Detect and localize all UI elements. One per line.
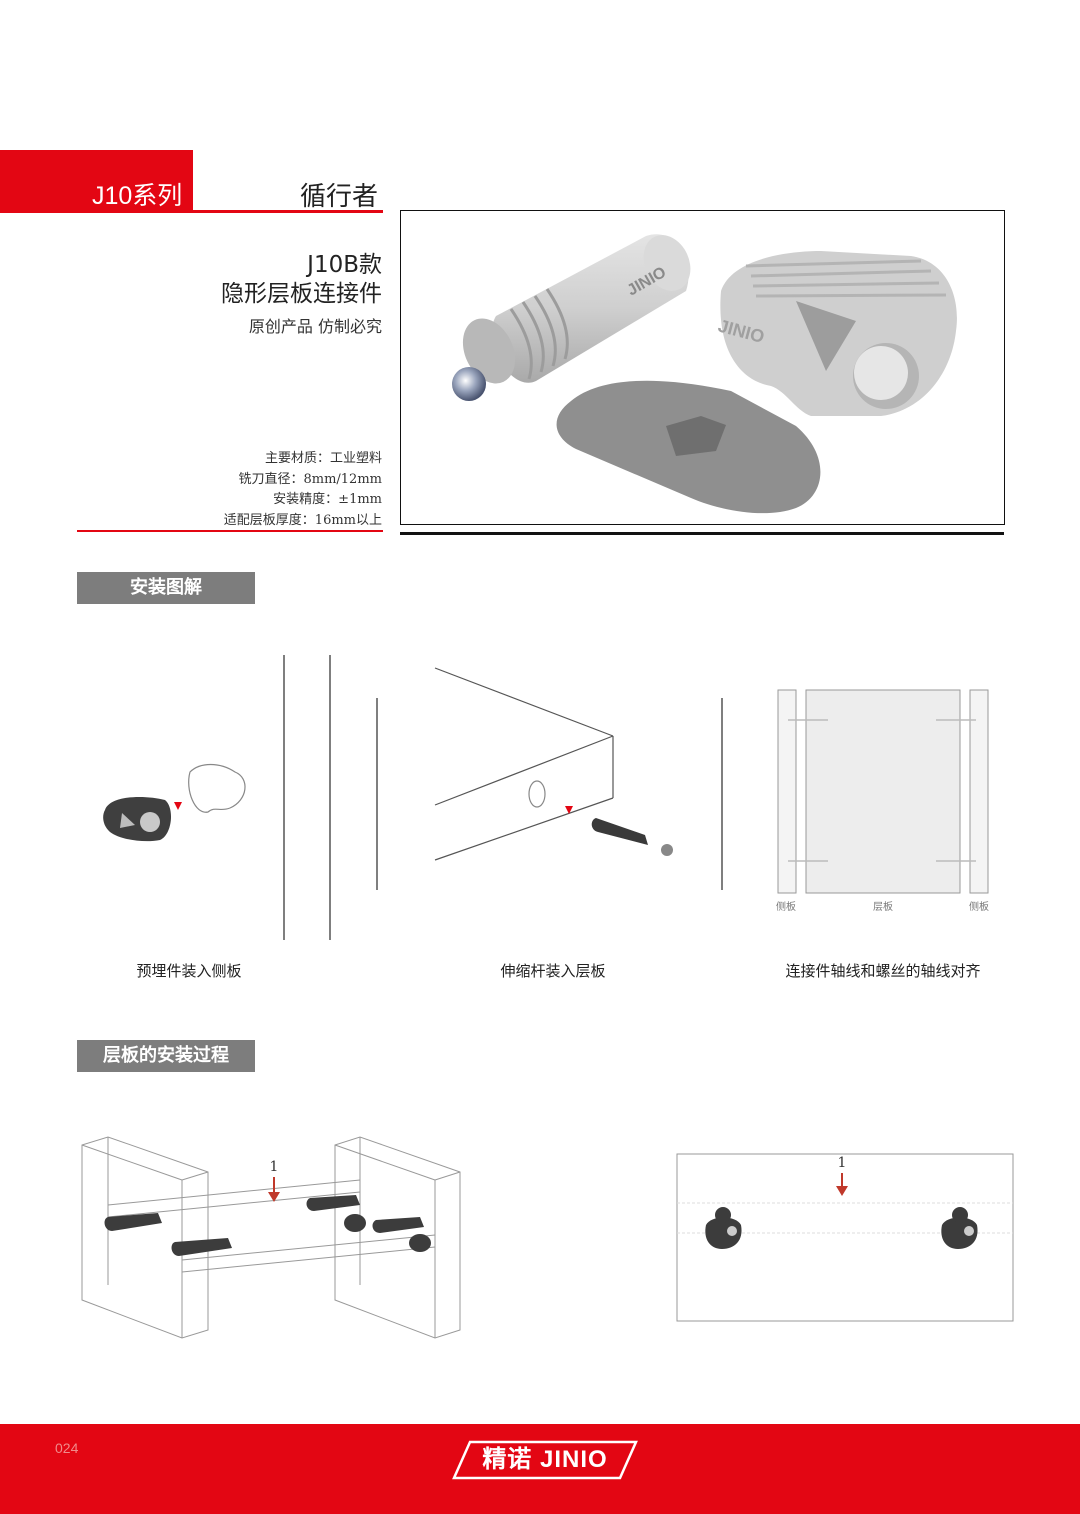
page-number: 024 [55,1440,79,1456]
step1-diagram [103,655,331,940]
ball-tip [452,367,486,401]
spec-rule [77,530,383,532]
spec-material: 主要材质：工业塑料 [264,451,382,466]
embed-slot [796,301,856,371]
arrow-marker [565,806,573,814]
rod-part-icon [591,818,648,845]
arrow-marker [174,802,182,810]
logo-text: 精诺 JINIO [482,1446,608,1473]
logo-frame [452,1440,638,1480]
step1-caption: 预埋件装入侧板 [136,962,242,980]
product-model: J10B款 [307,252,382,278]
hole-outline [188,763,246,813]
spec-precision: 安装精度：±1mm [273,492,382,507]
product-rule [400,532,1004,535]
spec-thickness: 适配层板厚度：16mm以上 [223,513,382,528]
label-side-right: 侧板 [969,900,989,913]
section-install: 安装图解 [77,572,255,604]
spec-cutter: 铣刀直径：8mm/12mm [238,472,382,487]
connector-marks [788,719,976,862]
product-tagline: 原创产品 仿制必究 [248,317,382,336]
label-side-left: 侧板 [776,900,796,913]
arrow-down-icon [268,1192,280,1202]
side-panel-left [777,689,797,894]
embed-part-icon [103,797,172,842]
process-diagram-3d: 1 [81,1136,461,1339]
arrow-down-icon [836,1186,848,1196]
rod-end [643,235,691,291]
brand-logo: 精诺 JINIO [452,1440,638,1480]
header-rule [0,210,383,213]
rod-face [462,318,516,384]
series-label: J10系列 [92,182,183,210]
product-image: JINIO JINIO [400,210,1005,525]
footer-band [0,1424,1080,1514]
step2-caption: 伸缩杆装入层板 [500,962,606,980]
arrow-label: 1 [270,1159,279,1175]
base-tab [666,416,726,456]
section-process: 层板的安装过程 [77,1040,255,1072]
side-panel-right [969,689,989,894]
arrow-label: 1 [838,1155,847,1171]
step3-caption: 连接件轴线和螺丝的轴线对齐 [785,962,981,980]
connector-icons [104,1195,431,1256]
rod-threads [509,288,569,380]
series-tab [0,150,193,210]
label-shelf: 层板 [873,900,893,913]
page-title: 循行者 [300,182,379,212]
hole-outline [528,780,546,808]
process-diagram-front: 1 [676,1153,1014,1322]
embed-ribs [745,259,947,298]
step3-diagram: 侧板 层板 侧板 [776,689,989,913]
product-name: 隐形层板连接件 [221,281,382,307]
connector-render: JINIO JINIO [452,234,957,514]
connector-icons [705,1207,978,1249]
step2-diagram [376,667,723,890]
shelf-panel [805,689,961,894]
